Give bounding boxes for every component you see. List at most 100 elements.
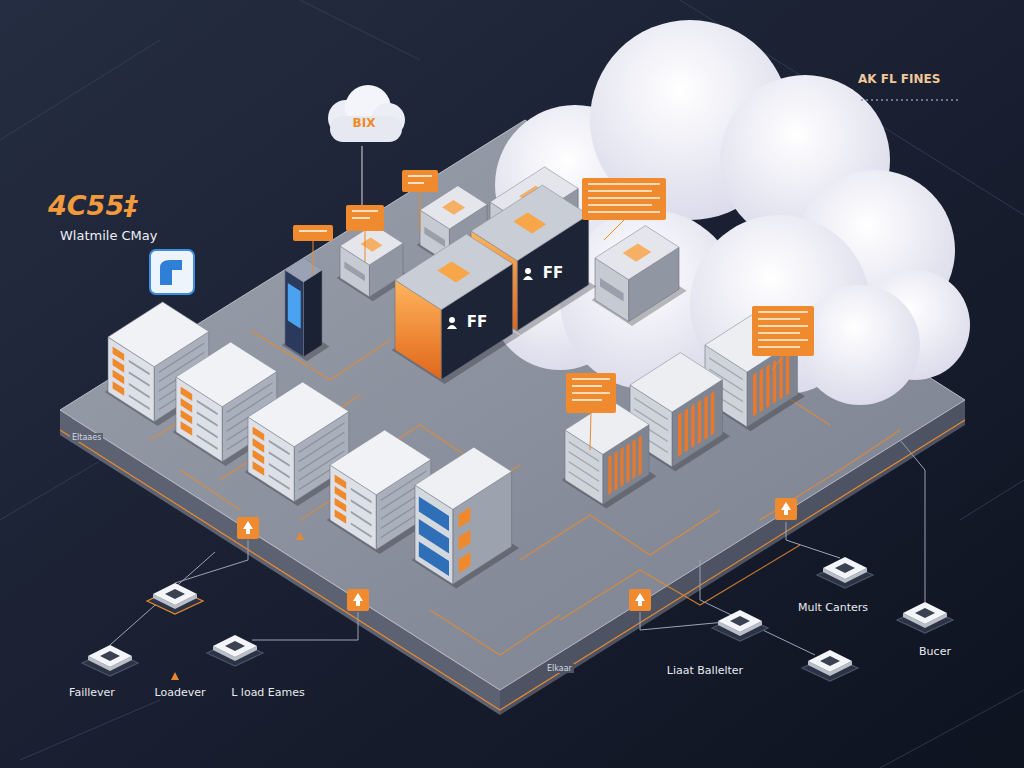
tag-body: [752, 306, 814, 356]
tag-line: [588, 197, 660, 199]
tower-box: [282, 258, 330, 361]
tag-line: [758, 339, 808, 341]
decor-dot: [951, 99, 953, 101]
status-light: [361, 238, 383, 252]
app-icon-glyph: [160, 260, 182, 285]
arrow-badge: [775, 498, 797, 520]
vent-slat: [600, 278, 624, 302]
tag-line: [572, 385, 602, 387]
tag-body: [402, 170, 438, 192]
circuit-wire: [560, 545, 800, 620]
up-arrow: [171, 672, 179, 680]
tag-line: [758, 346, 800, 348]
decor-dot: [876, 99, 878, 101]
tag-line: [588, 204, 652, 206]
circuit-wire: [760, 430, 900, 520]
arrow-badge: [629, 589, 651, 611]
vent-slat: [197, 400, 218, 416]
chip-node: Faillever: [66, 642, 140, 699]
chip-node: L load Eames: [205, 632, 308, 699]
decor-dot: [901, 99, 903, 101]
vent-slat: [197, 423, 218, 439]
vent-slat: [351, 499, 372, 515]
vent-slat: [299, 432, 345, 463]
vent-light: [335, 498, 347, 513]
vent-light: [766, 364, 770, 408]
box-face: [420, 186, 487, 229]
vent-light: [711, 391, 715, 435]
callout-tag: [346, 205, 384, 262]
decor-dot: [881, 99, 883, 101]
tag-line: [408, 182, 424, 184]
platform-trim: [60, 420, 965, 710]
vent-slat: [344, 262, 365, 282]
vent-light: [614, 451, 617, 491]
box-face: [248, 382, 349, 447]
chip-symbol: [895, 599, 955, 635]
drop-wire: [900, 440, 925, 602]
tag-body: [346, 205, 384, 231]
leader-line: [590, 413, 591, 450]
vent-light: [779, 356, 783, 400]
badge-arrow: [353, 593, 363, 606]
vent-light: [113, 370, 125, 385]
vent-light: [113, 358, 125, 373]
tag-body: [582, 178, 666, 220]
background-line: [0, 455, 110, 520]
tag-body: [293, 225, 333, 241]
badge-arrow: [781, 502, 791, 515]
vent-slat: [569, 471, 599, 492]
background-line: [20, 700, 160, 760]
chip-node: Liaat Ballelter: [664, 607, 770, 677]
subtitle: Wlatmile CMay: [60, 228, 158, 243]
box-face: [415, 447, 512, 509]
vent-light: [181, 387, 193, 402]
vent-slat: [634, 397, 668, 420]
vent-slat: [351, 511, 372, 527]
drop-wire: [252, 612, 358, 640]
background-line: [300, 0, 420, 60]
decor-dot: [896, 99, 898, 101]
callout-tag: [582, 178, 666, 240]
rack-screen: [419, 496, 449, 531]
vent-slat: [351, 522, 372, 538]
edge-label: Eltaaes: [70, 433, 103, 442]
drop-wire: [786, 522, 840, 558]
vent-slat: [269, 474, 290, 490]
vent-slat: [129, 394, 150, 410]
tag-line: [588, 190, 652, 192]
chip-symbol: [815, 554, 875, 590]
vent-light: [704, 396, 708, 440]
decor-dot: [891, 99, 893, 101]
tower-screen: [288, 283, 301, 329]
chip-core: [820, 656, 840, 666]
cloud-shape: [328, 85, 405, 142]
decor-dot: [916, 99, 918, 101]
cloud-puff: [800, 285, 920, 405]
tag-line: [572, 399, 602, 401]
chip-core: [100, 651, 120, 661]
chip-core: [730, 616, 750, 626]
leader-line: [313, 241, 314, 275]
decor-dot: [941, 99, 943, 101]
chip-label: Liaat Ballelter: [667, 664, 743, 677]
chip-node: Loadever: [145, 580, 208, 699]
callout-tag: [752, 306, 814, 370]
chip-top: [823, 557, 867, 579]
vent-light: [626, 443, 629, 483]
chip-symbol: [802, 650, 858, 681]
status-light: [437, 261, 470, 282]
tag-line: [758, 311, 808, 313]
app-icon-frame: [150, 250, 194, 294]
vent-light: [181, 421, 193, 436]
leader-line: [772, 356, 783, 370]
tag-line: [408, 175, 432, 177]
chip-label: Faillever: [69, 686, 115, 699]
decor-dot: [956, 99, 958, 101]
edge-label: Elkaar: [545, 664, 574, 673]
vent-slat: [197, 434, 218, 450]
decor-dot: [906, 99, 908, 101]
circuit-wire: [430, 610, 560, 655]
